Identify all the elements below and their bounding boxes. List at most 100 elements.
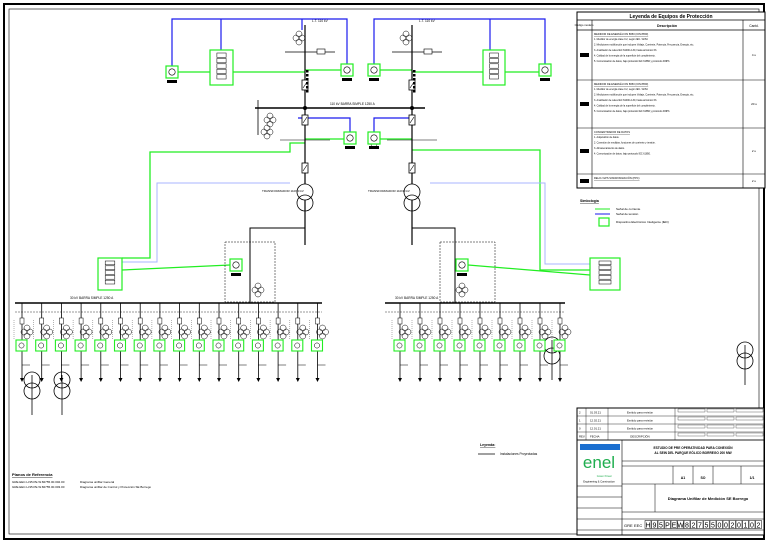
project-line-2: AL SEIN DEL PARQUE EÓLICO BORREGO 200 MW	[654, 450, 731, 455]
ct-icon	[421, 332, 429, 340]
cable-end-icon	[538, 378, 542, 382]
current-transformer	[217, 324, 231, 340]
meter-icon	[117, 342, 123, 349]
ied-box	[291, 339, 304, 352]
feeder-meter	[393, 339, 406, 352]
ct-icon	[421, 324, 429, 332]
ct-icon	[399, 34, 407, 42]
ied-box	[513, 339, 526, 352]
ct-icon	[481, 324, 489, 332]
rack-slot	[598, 270, 612, 275]
current-transformer	[138, 324, 152, 340]
feeder-breaker	[98, 317, 104, 325]
feeder-meter	[54, 339, 67, 352]
line-legend: Leyenda: Instalaciones Proyectadas	[478, 443, 538, 456]
code-cell	[729, 520, 736, 529]
feeders	[13, 303, 746, 415]
ied-box	[367, 63, 381, 77]
rack-slot	[489, 63, 499, 69]
feeder-meter	[212, 339, 225, 352]
code-cell	[709, 520, 717, 529]
energy-meter	[229, 258, 243, 276]
drawing-title: Diagrama Unifilar de Medición SE Borrego	[668, 496, 749, 501]
ct-icon	[251, 286, 259, 294]
cable-end-icon	[478, 378, 482, 382]
rack-slot	[216, 63, 227, 69]
meter-icon	[294, 342, 301, 349]
legend-row-qty: 2 u	[752, 179, 757, 183]
code-cell	[690, 520, 697, 529]
ied-box	[367, 131, 381, 145]
current-signal	[121, 264, 231, 271]
symbology-current: Señal de corriente	[616, 207, 641, 211]
ct-icon	[43, 324, 50, 332]
cable-end-icon	[398, 378, 402, 382]
ct-icon	[263, 328, 270, 336]
current-transformer	[20, 324, 34, 340]
meter-icon	[343, 66, 351, 74]
ct-icon	[263, 116, 271, 124]
ct-icon	[461, 324, 469, 332]
rack-slot	[104, 275, 116, 280]
equipment-code-icon	[580, 149, 589, 153]
code-cell	[716, 520, 723, 529]
energy-meter	[340, 63, 354, 81]
feeder-breaker	[59, 317, 64, 325]
brand-caption: Engineering & Construction	[583, 480, 615, 484]
ct-icon	[201, 332, 208, 340]
sheet-number: 1/1	[750, 476, 755, 480]
ct-icon	[260, 324, 267, 332]
meter-icon	[274, 342, 281, 349]
line-right-label: L.T. 110 kV	[419, 19, 436, 23]
meter-icon	[456, 342, 463, 349]
ct-icon	[26, 328, 34, 336]
code-char: 1	[744, 523, 748, 530]
meter-tag	[457, 273, 467, 276]
hv-busbar-label: 110 kV BARRA SIMPLE 1250 A	[330, 102, 376, 106]
ct-icon	[424, 328, 432, 336]
references-title: Planos de Referencia	[12, 472, 53, 477]
rev-date: FECHA	[590, 435, 600, 439]
feeder-meter	[173, 339, 186, 352]
rack-slot	[104, 270, 116, 275]
ct-icon	[564, 328, 572, 336]
mv-busbar-right-label: 30 kV BARRA SIMPLE 1250 A	[395, 296, 439, 300]
ct-icon	[455, 286, 463, 294]
ct-icon	[161, 332, 169, 340]
energy-meter	[367, 131, 381, 149]
symbology-voltage: Señal de tensión	[616, 212, 639, 216]
cubicle-outline	[224, 241, 276, 303]
cable-end-icon	[98, 378, 103, 382]
line-legend-item: Instalaciones Proyectadas	[500, 452, 538, 456]
meter-icon	[436, 342, 443, 349]
ct-icon	[161, 324, 169, 332]
ct-icon	[105, 328, 113, 336]
rack-slot	[489, 58, 499, 64]
current-transformer	[418, 324, 432, 340]
data-concentrator	[589, 257, 621, 291]
ied-box	[589, 257, 621, 291]
ct-icon	[144, 328, 152, 336]
meter-icon	[416, 342, 423, 349]
feeder-breaker	[477, 317, 483, 325]
current-transformer	[178, 324, 191, 340]
code-cell	[735, 520, 743, 529]
voltage-signal	[122, 182, 290, 263]
feeder-breaker	[437, 317, 443, 325]
ied-box	[192, 339, 205, 352]
code-char: 0	[724, 523, 728, 530]
rack-slot	[598, 260, 612, 266]
cable-end-icon	[458, 378, 462, 382]
ct-icon	[484, 328, 492, 336]
ct-icon	[82, 332, 90, 340]
ct-icon	[521, 324, 529, 332]
ct-icon	[441, 324, 449, 332]
meter-tag	[231, 273, 241, 276]
cable-end-icon	[118, 378, 123, 382]
code-prefix-1: GRE	[624, 523, 633, 528]
project-line-1: ESTUDIO DE PRE OPERATIVIDAD PARA CONEXIÓ…	[653, 445, 733, 450]
ct-icon	[302, 328, 310, 336]
code-cell	[664, 520, 671, 529]
rev-description: Emitido para revisión	[627, 411, 654, 415]
